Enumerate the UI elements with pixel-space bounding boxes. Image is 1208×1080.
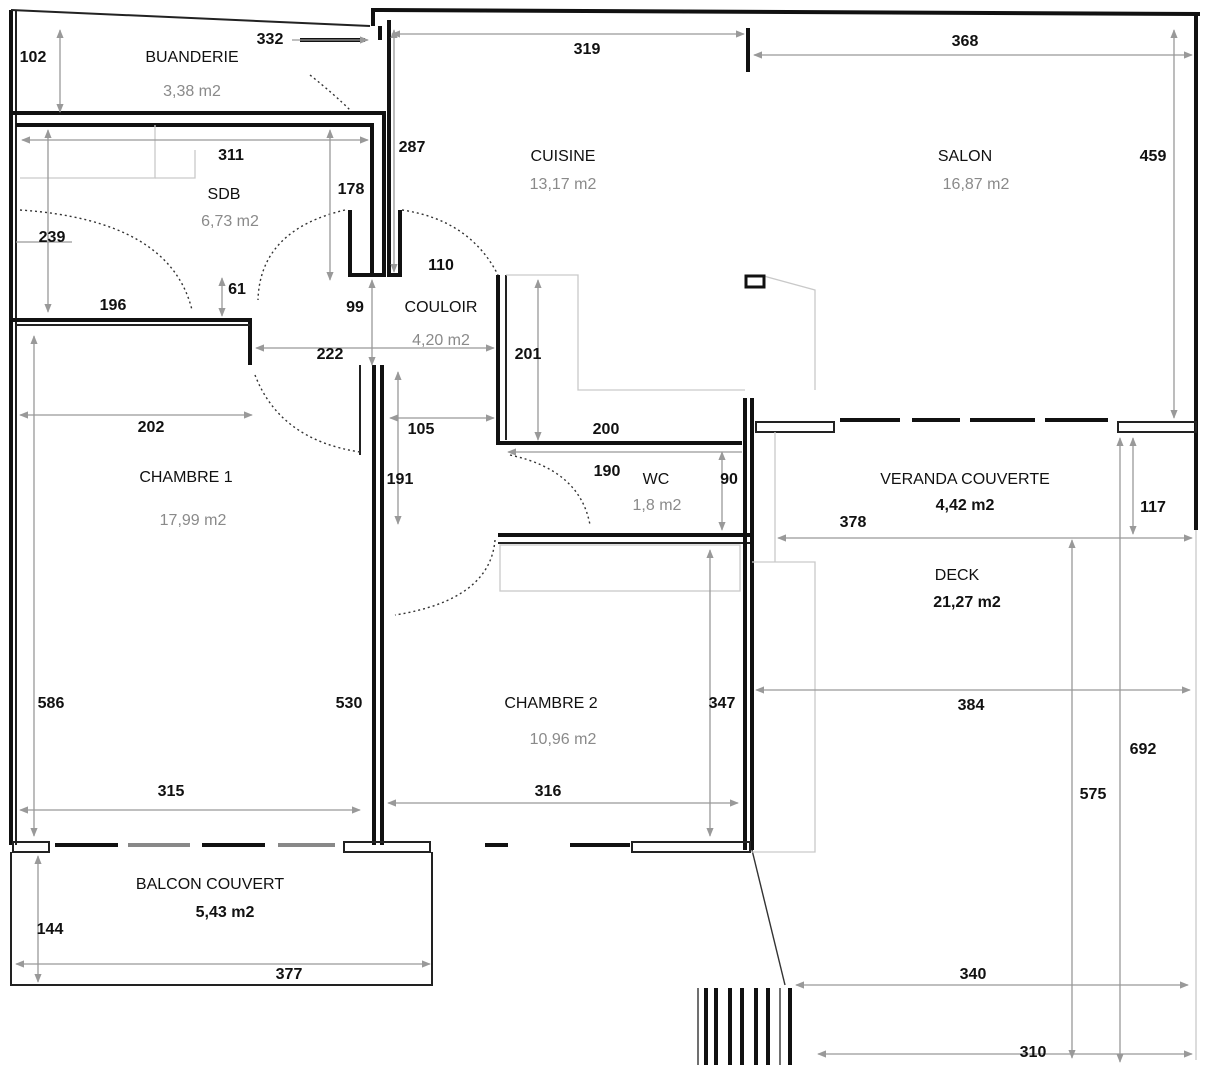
dim-200: 200 <box>593 421 620 438</box>
veranda-name: VERANDA COUVERTE <box>880 471 1050 488</box>
dim-144: 144 <box>37 921 64 938</box>
dim-191: 191 <box>387 471 414 488</box>
dim-586: 586 <box>38 695 65 712</box>
dim-575: 575 <box>1080 786 1107 803</box>
dim-190: 190 <box>594 463 621 480</box>
dim-222: 222 <box>317 346 344 363</box>
deck-name: DECK <box>935 567 980 584</box>
dim-105: 105 <box>408 421 435 438</box>
buanderie-wall <box>11 111 386 277</box>
dim-178: 178 <box>338 181 365 198</box>
dim-530: 530 <box>336 695 363 712</box>
balcon-area: 5,43 m2 <box>196 904 255 921</box>
salon-area: 16,87 m2 <box>943 176 1010 193</box>
dim-102: 102 <box>20 49 47 66</box>
sdb-wall <box>16 123 374 277</box>
dim-61: 61 <box>228 281 246 298</box>
dim-377: 377 <box>276 966 303 983</box>
sdb-name: SDB <box>208 186 241 203</box>
dim-90: 90 <box>720 471 738 488</box>
dim-110: 110 <box>428 257 454 274</box>
dim-196: 196 <box>100 297 127 314</box>
dimension-lines <box>15 29 1193 1063</box>
couloir-area: 4,20 m2 <box>412 332 470 349</box>
chambre1-name: CHAMBRE 1 <box>139 469 232 486</box>
dim-368: 368 <box>952 33 979 50</box>
dim-384: 384 <box>958 697 985 714</box>
cuisine-area: 13,17 m2 <box>530 176 597 193</box>
dim-311: 311 <box>218 147 244 164</box>
dim-378: 378 <box>840 514 867 531</box>
dim-99: 99 <box>346 299 364 316</box>
chambre2-area: 10,96 m2 <box>530 731 597 748</box>
dim-319: 319 <box>574 41 601 58</box>
salon-name: SALON <box>938 148 992 165</box>
deck-area: 21,27 m2 <box>933 594 1001 611</box>
dim-287: 287 <box>399 139 426 156</box>
column-marker <box>744 274 766 289</box>
dim-310: 310 <box>1020 1044 1047 1061</box>
balcon-name: BALCON COUVERT <box>136 876 284 893</box>
dim-316: 316 <box>535 783 562 800</box>
top-outer-wall <box>371 7 1201 26</box>
window-segments <box>55 418 1108 847</box>
veranda-area: 4,42 m2 <box>936 497 995 514</box>
stairs <box>697 988 792 1065</box>
chambre2-name: CHAMBRE 2 <box>504 695 597 712</box>
dimension-labels: 102 332 319 368 311 287 459 178 239 110 … <box>20 31 1167 1061</box>
cuisine-name: CUISINE <box>531 148 596 165</box>
faint-outlines <box>20 125 1197 1060</box>
dim-692: 692 <box>1130 741 1157 758</box>
dim-340: 340 <box>960 966 987 983</box>
walls <box>9 7 1201 986</box>
chambre1-area: 17,99 m2 <box>160 512 227 529</box>
buanderie-name: BUANDERIE <box>145 49 238 66</box>
dim-201: 201 <box>515 346 542 363</box>
couloir-name: COULOIR <box>405 299 478 316</box>
dim-239: 239 <box>39 229 66 246</box>
wc-area: 1,8 m2 <box>633 497 682 514</box>
dim-315: 315 <box>158 783 185 800</box>
dim-347: 347 <box>709 695 736 712</box>
dim-459: 459 <box>1140 148 1167 165</box>
door-swings <box>19 74 591 616</box>
wc-name: WC <box>643 471 670 488</box>
buanderie-area: 3,38 m2 <box>163 83 221 100</box>
dim-332: 332 <box>257 31 284 48</box>
dim-202: 202 <box>138 419 165 436</box>
dim-117: 117 <box>1140 499 1166 516</box>
room-labels: BUANDERIE 3,38 m2 SDB 6,73 m2 CUISINE 13… <box>136 49 1050 921</box>
sdb-area: 6,73 m2 <box>201 213 259 230</box>
